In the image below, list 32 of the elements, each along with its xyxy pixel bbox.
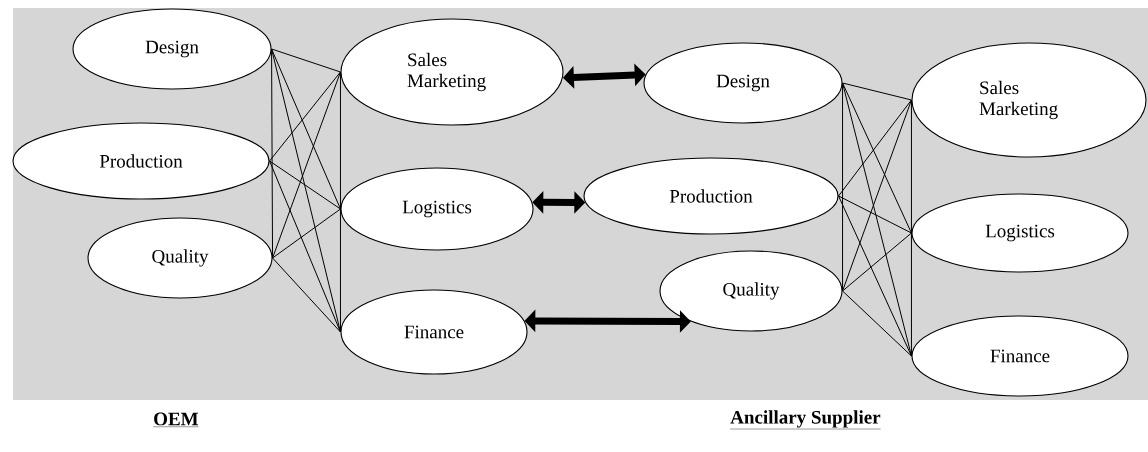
oval-node: Design <box>72 8 272 90</box>
connector-line <box>269 160 341 333</box>
group-label: Ancillary Supplier <box>730 410 881 430</box>
connector-line <box>842 82 912 101</box>
connector-line <box>838 99 912 197</box>
connector-line <box>271 48 274 259</box>
connector-line <box>842 99 912 292</box>
oval-node: Finance <box>911 315 1129 397</box>
group-label: OEM <box>153 412 199 427</box>
connector-line <box>272 71 341 259</box>
oval-node: Sales Marketing <box>340 18 564 126</box>
oval-node: Logistics <box>911 193 1129 273</box>
connector-line <box>269 71 341 162</box>
connector-line <box>842 290 912 357</box>
oval-node: Sales Marketing <box>911 42 1147 158</box>
connector-line <box>272 257 341 333</box>
oval-node: Quality <box>87 217 273 299</box>
connector-line <box>838 195 912 234</box>
connector-line <box>271 48 341 73</box>
connector-line <box>838 195 912 357</box>
connector-line <box>842 232 912 292</box>
connector-line <box>269 160 341 210</box>
oval-node: Production <box>12 122 270 200</box>
connector-line <box>339 71 341 333</box>
connector-line <box>272 208 341 259</box>
oval-node: Production <box>583 157 839 235</box>
oval-node: Logistics <box>340 167 534 251</box>
oval-node: Finance <box>340 289 528 375</box>
oval-node: Quality <box>659 250 843 332</box>
connector-line <box>910 99 912 357</box>
connector-line <box>842 82 844 292</box>
oval-node: Design <box>643 42 843 124</box>
